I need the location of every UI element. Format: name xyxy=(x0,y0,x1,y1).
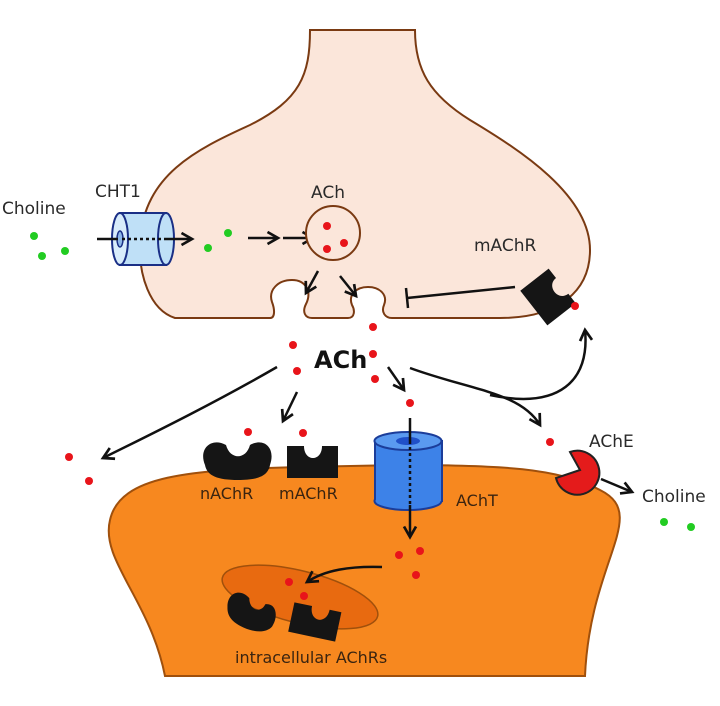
ach-vesicle-label: ACh xyxy=(311,183,345,203)
presynaptic-terminal xyxy=(138,29,592,319)
ach-to-receptors-arrow xyxy=(280,391,299,424)
choline-right-label: Choline xyxy=(642,487,706,507)
choline-dot xyxy=(224,229,232,237)
ach-dot xyxy=(323,222,331,230)
ach-dot xyxy=(369,323,377,331)
intracellular-achrs-label: intracellular AChRs xyxy=(235,648,387,667)
ache-to-choline-arrow xyxy=(600,477,635,495)
presynaptic-machr-receptor xyxy=(520,268,576,326)
ach-to-ache-arrow xyxy=(409,366,542,428)
ach-dot xyxy=(416,547,424,555)
vesicle-to-release-arrow-right xyxy=(339,275,358,299)
ach-to-acht-arrow xyxy=(386,366,406,393)
intracellular-nachr xyxy=(227,592,276,632)
ach-dot xyxy=(65,453,73,461)
postsynaptic-machr-receptor xyxy=(287,446,338,478)
nachr-label: nAChR xyxy=(200,484,253,503)
ach-dot xyxy=(571,302,579,310)
ach-dot xyxy=(244,428,252,436)
acht-transporter xyxy=(373,431,443,511)
ach-dot xyxy=(300,592,308,600)
postsynaptic-cell xyxy=(107,463,621,677)
ache-enzyme xyxy=(554,449,601,496)
ach-molecules xyxy=(65,222,579,600)
nachr-receptor xyxy=(203,442,272,480)
cht1-label: CHT1 xyxy=(95,182,141,202)
ach-dot xyxy=(285,578,293,586)
choline-dot xyxy=(687,523,695,531)
choline-dot xyxy=(660,518,668,526)
ach-dot xyxy=(546,438,554,446)
ach-dot xyxy=(323,245,331,253)
intracellular-machr xyxy=(288,602,342,642)
choline-dot xyxy=(61,247,69,255)
choline-dot xyxy=(30,232,38,240)
ach-dot xyxy=(289,341,297,349)
ach-cleft-label: ACh xyxy=(314,346,367,374)
diffusion-away-arrow xyxy=(100,365,278,461)
cht1-transporter xyxy=(111,212,175,266)
ach-vesicle xyxy=(305,205,361,261)
ach-dot xyxy=(412,571,420,579)
ach-dot xyxy=(340,239,348,247)
inhibition-bar xyxy=(404,287,410,309)
choline-dot xyxy=(38,252,46,260)
choline-left-label: Choline xyxy=(2,199,66,219)
ach-to-presynaptic-machr-arrow xyxy=(489,327,594,401)
ache-label: AChE xyxy=(589,432,634,452)
ach-dot xyxy=(406,399,414,407)
choline-molecules xyxy=(30,229,695,531)
acht-label: AChT xyxy=(456,491,498,510)
ach-dot xyxy=(395,551,403,559)
ach-dot xyxy=(299,429,307,437)
ach-dot xyxy=(371,375,379,383)
intracellular-transfer-arrow xyxy=(304,565,383,584)
machr-inhibition-line xyxy=(406,285,516,300)
ach-dot xyxy=(369,350,377,358)
ach-dot xyxy=(293,367,301,375)
presynaptic-machr-label: mAChR xyxy=(474,236,537,256)
vesicle-to-release-arrow-left xyxy=(304,270,320,296)
postsynaptic-machr-label: mAChR xyxy=(279,484,338,503)
choline-dot xyxy=(204,244,212,252)
ach-dot xyxy=(85,477,93,485)
